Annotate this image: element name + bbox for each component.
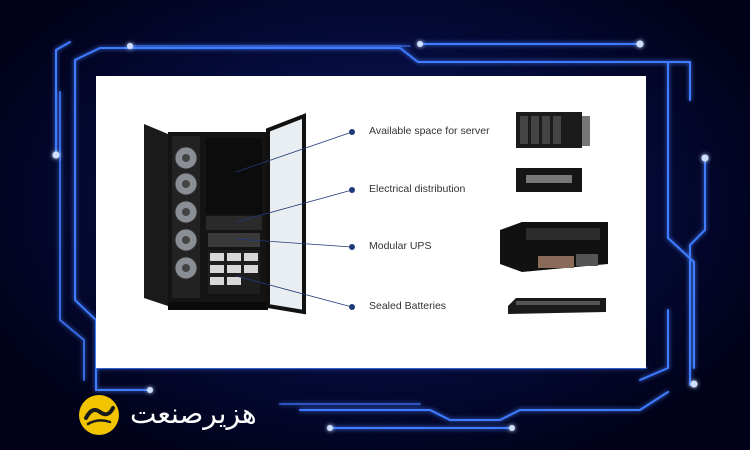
server-module-image bbox=[516, 112, 590, 148]
brand-name: هزیرصنعت bbox=[130, 397, 257, 430]
label-modular-ups: Modular UPS bbox=[369, 240, 432, 252]
diagram-panel: Available space for server Electrical di… bbox=[96, 76, 646, 368]
server-bay bbox=[206, 138, 262, 214]
rack-cabinet bbox=[144, 113, 306, 315]
leader-lines bbox=[235, 131, 353, 308]
distribution-module-image bbox=[516, 168, 582, 192]
label-sealed-batteries: Sealed Batteries bbox=[369, 300, 447, 312]
bullet-points bbox=[349, 129, 355, 310]
ups-module-image bbox=[500, 222, 608, 272]
label-electrical-distribution: Electrical distribution bbox=[369, 183, 466, 195]
distribution-bay bbox=[206, 216, 262, 230]
battery-module-image bbox=[508, 298, 606, 314]
ups-bay bbox=[208, 233, 260, 247]
cabinet-diagram bbox=[144, 112, 608, 315]
circuit-traces bbox=[55, 41, 706, 429]
circuit-nodes bbox=[52, 40, 709, 431]
brand-logo bbox=[79, 395, 119, 435]
label-server-space: Available space for server bbox=[369, 125, 490, 137]
